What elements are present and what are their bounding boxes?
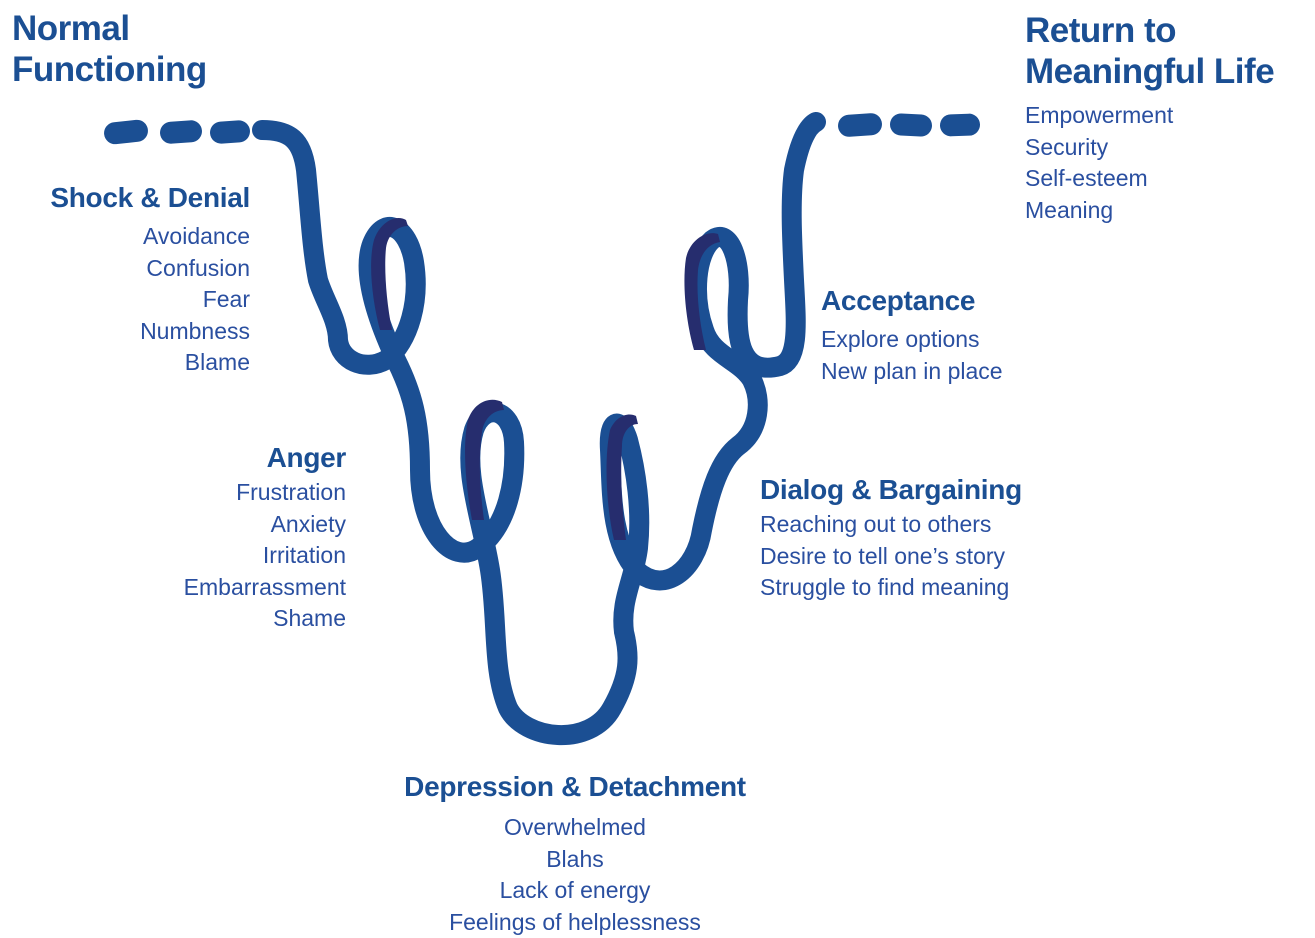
stage-depression-item: Lack of energy	[375, 875, 775, 907]
stage-shock-item: Blame	[50, 347, 250, 379]
start-title-block: Normal Functioning	[12, 8, 207, 90]
end-item: Self-esteem	[1025, 163, 1274, 195]
stage-shock-denial: Shock & Denial Avoidance Confusion Fear …	[50, 182, 250, 379]
ribbon-main-stroke	[262, 122, 816, 735]
stage-anger-item: Irritation	[184, 540, 346, 572]
stage-depression-item: Blahs	[375, 844, 775, 876]
end-item: Meaning	[1025, 195, 1274, 227]
stage-acceptance-item: New plan in place	[821, 356, 1003, 388]
stage-anger: Anger Frustration Anxiety Irritation Emb…	[184, 442, 346, 635]
end-title-block: Return to Meaningful Life Empowerment Se…	[1025, 10, 1274, 226]
stage-depression-detachment: Depression & Detachment Overwhelmed Blah…	[375, 771, 775, 938]
stage-shock-items: Avoidance Confusion Fear Numbness Blame	[50, 221, 250, 379]
end-dash-2	[889, 113, 932, 137]
stage-anger-title: Anger	[184, 442, 346, 473]
stage-anger-item: Anxiety	[184, 509, 346, 541]
stage-acceptance-title: Acceptance	[821, 285, 1003, 316]
stage-anger-item: Embarrassment	[184, 572, 346, 604]
stage-dialog-item: Struggle to find meaning	[760, 572, 1022, 604]
stage-dialog-bargaining: Dialog & Bargaining Reaching out to othe…	[760, 474, 1022, 604]
start-dashes	[103, 119, 251, 145]
stage-dialog-item: Desire to tell one’s story	[760, 541, 1022, 573]
start-title-line2: Functioning	[12, 49, 207, 90]
end-item: Empowerment	[1025, 100, 1274, 132]
stage-acceptance-item: Explore options	[821, 324, 1003, 356]
stage-anger-items: Frustration Anxiety Irritation Embarrass…	[184, 477, 346, 635]
stage-shock-item: Avoidance	[50, 221, 250, 253]
end-items-list: Empowerment Security Self-esteem Meaning	[1025, 100, 1274, 226]
start-dash-2	[159, 120, 202, 145]
start-title-line1: Normal	[12, 8, 207, 49]
stage-dialog-item: Reaching out to others	[760, 509, 1022, 541]
stage-dialog-title: Dialog & Bargaining	[760, 474, 1022, 505]
stage-anger-item: Shame	[184, 603, 346, 635]
stage-depression-item: Feelings of helplessness	[375, 907, 775, 938]
stage-shock-item: Fear	[50, 284, 250, 316]
stage-shock-item: Numbness	[50, 316, 250, 348]
stage-shock-title: Shock & Denial	[50, 182, 250, 213]
stage-depression-item: Overwhelmed	[375, 812, 775, 844]
end-dash-1	[837, 112, 882, 137]
start-dash-1	[103, 119, 149, 145]
stage-anger-item: Frustration	[184, 477, 346, 509]
end-title-line2: Meaningful Life	[1025, 51, 1274, 92]
end-item: Security	[1025, 132, 1274, 164]
stage-depression-items: Overwhelmed Blahs Lack of energy Feeling…	[375, 812, 775, 938]
stage-acceptance-items: Explore options New plan in place	[821, 324, 1003, 387]
stage-dialog-items: Reaching out to others Desire to tell on…	[760, 509, 1022, 604]
end-dashes	[837, 112, 980, 137]
start-dash-3	[209, 120, 250, 145]
stage-acceptance: Acceptance Explore options New plan in p…	[821, 285, 1003, 387]
end-title-line1: Return to	[1025, 10, 1274, 51]
end-dash-3	[940, 113, 981, 136]
stage-depression-title: Depression & Detachment	[375, 771, 775, 802]
stage-shock-item: Confusion	[50, 253, 250, 285]
